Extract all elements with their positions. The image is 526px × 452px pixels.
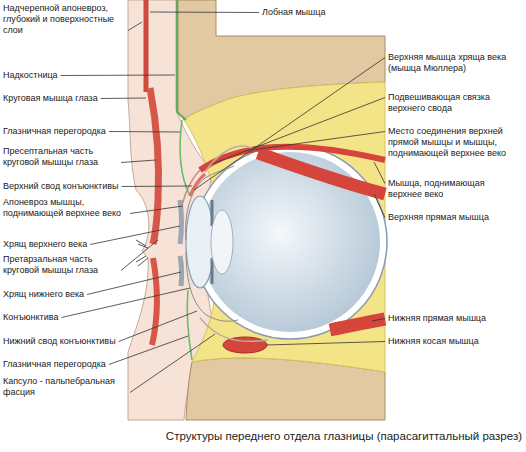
part-label: Глазничная перегородка bbox=[3, 126, 106, 137]
part-label: Капсуло - пальпебральная фасция bbox=[3, 376, 127, 398]
caption: Структуры переднего отдела глазницы (пар… bbox=[166, 430, 522, 442]
leader-line bbox=[90, 226, 180, 245]
leader-line bbox=[87, 272, 181, 295]
part-label: Надчерепной апоневроз, глубокий и поверх… bbox=[3, 3, 125, 36]
frontal-muscle bbox=[144, 0, 149, 92]
leader-line bbox=[150, 12, 259, 14]
part-label: Мышца, поднимающая верхнее веко bbox=[388, 178, 493, 200]
part-label: Верхняя мышца хряща века (мышца Мюллера) bbox=[388, 52, 520, 74]
superior-rectus bbox=[258, 153, 385, 194]
orbital-septum bbox=[187, 290, 192, 360]
part-label: Нижняя прямая мышца bbox=[388, 313, 486, 324]
inferior-rectus bbox=[330, 319, 385, 330]
lower-tarsus bbox=[180, 256, 182, 286]
leader-line bbox=[372, 319, 385, 322]
part-label: Верхний свод конъюнктивы bbox=[3, 181, 118, 192]
conjunctiva bbox=[186, 166, 234, 240]
orbicularis-muscle bbox=[152, 258, 157, 345]
part-label: Пресептальная часть круговой мышцы глаза bbox=[3, 146, 118, 168]
leader-line bbox=[101, 98, 146, 100]
leader-line bbox=[109, 336, 188, 365]
leader-line bbox=[374, 162, 385, 184]
part-label: Надкостница bbox=[3, 70, 58, 81]
leader-line bbox=[252, 132, 385, 151]
leader-line bbox=[121, 240, 158, 271]
part-label: Хрящ верхнего века bbox=[3, 239, 87, 250]
part-label: Хрящ нижнего века bbox=[3, 289, 84, 300]
part-label: Лобная мышца bbox=[262, 7, 325, 18]
muller-muscle bbox=[190, 174, 205, 196]
part-label: Подвешивающая связка верхнего свода bbox=[388, 92, 520, 114]
part-label: Апоневроз мышцы, поднимающей верхнее век… bbox=[3, 197, 127, 219]
conjunctiva bbox=[186, 252, 238, 321]
sclera bbox=[193, 145, 387, 339]
leader-line bbox=[121, 186, 192, 188]
lens bbox=[211, 210, 233, 274]
leader-line bbox=[212, 98, 385, 165]
part-label: Конъюнктива bbox=[3, 312, 58, 323]
leader-line bbox=[194, 58, 385, 191]
leader-line bbox=[109, 131, 180, 133]
leader-line bbox=[61, 75, 175, 77]
orbicularis-muscle bbox=[150, 88, 159, 244]
leader-line bbox=[266, 342, 385, 346]
capsulopalpebral-fascia bbox=[200, 318, 268, 341]
leader-line bbox=[121, 160, 156, 163]
part-label: Верхняя прямая мышца bbox=[388, 212, 489, 223]
part-label: Глазничная перегородка bbox=[3, 359, 106, 370]
part-label: Претарзальная часть круговой мышцы глаза bbox=[3, 254, 118, 276]
part-label: Место соединения верхней прямой мышцы и … bbox=[388, 126, 520, 159]
orbital-septum bbox=[180, 120, 190, 196]
part-label: Круговая мышца глаза bbox=[3, 93, 98, 104]
globe bbox=[186, 145, 387, 339]
leader-line bbox=[128, 22, 142, 31]
anatomy bbox=[128, 0, 387, 420]
periosteum bbox=[177, 0, 186, 120]
cornea bbox=[186, 196, 214, 288]
part-label: Нижняя косая мышца bbox=[388, 336, 479, 347]
leader-line bbox=[130, 206, 183, 214]
orbital-fat bbox=[184, 82, 385, 372]
leader-line bbox=[374, 194, 385, 218]
leader-line bbox=[130, 334, 215, 393]
part-label: Нижний свод конъюнктивы bbox=[3, 336, 116, 347]
